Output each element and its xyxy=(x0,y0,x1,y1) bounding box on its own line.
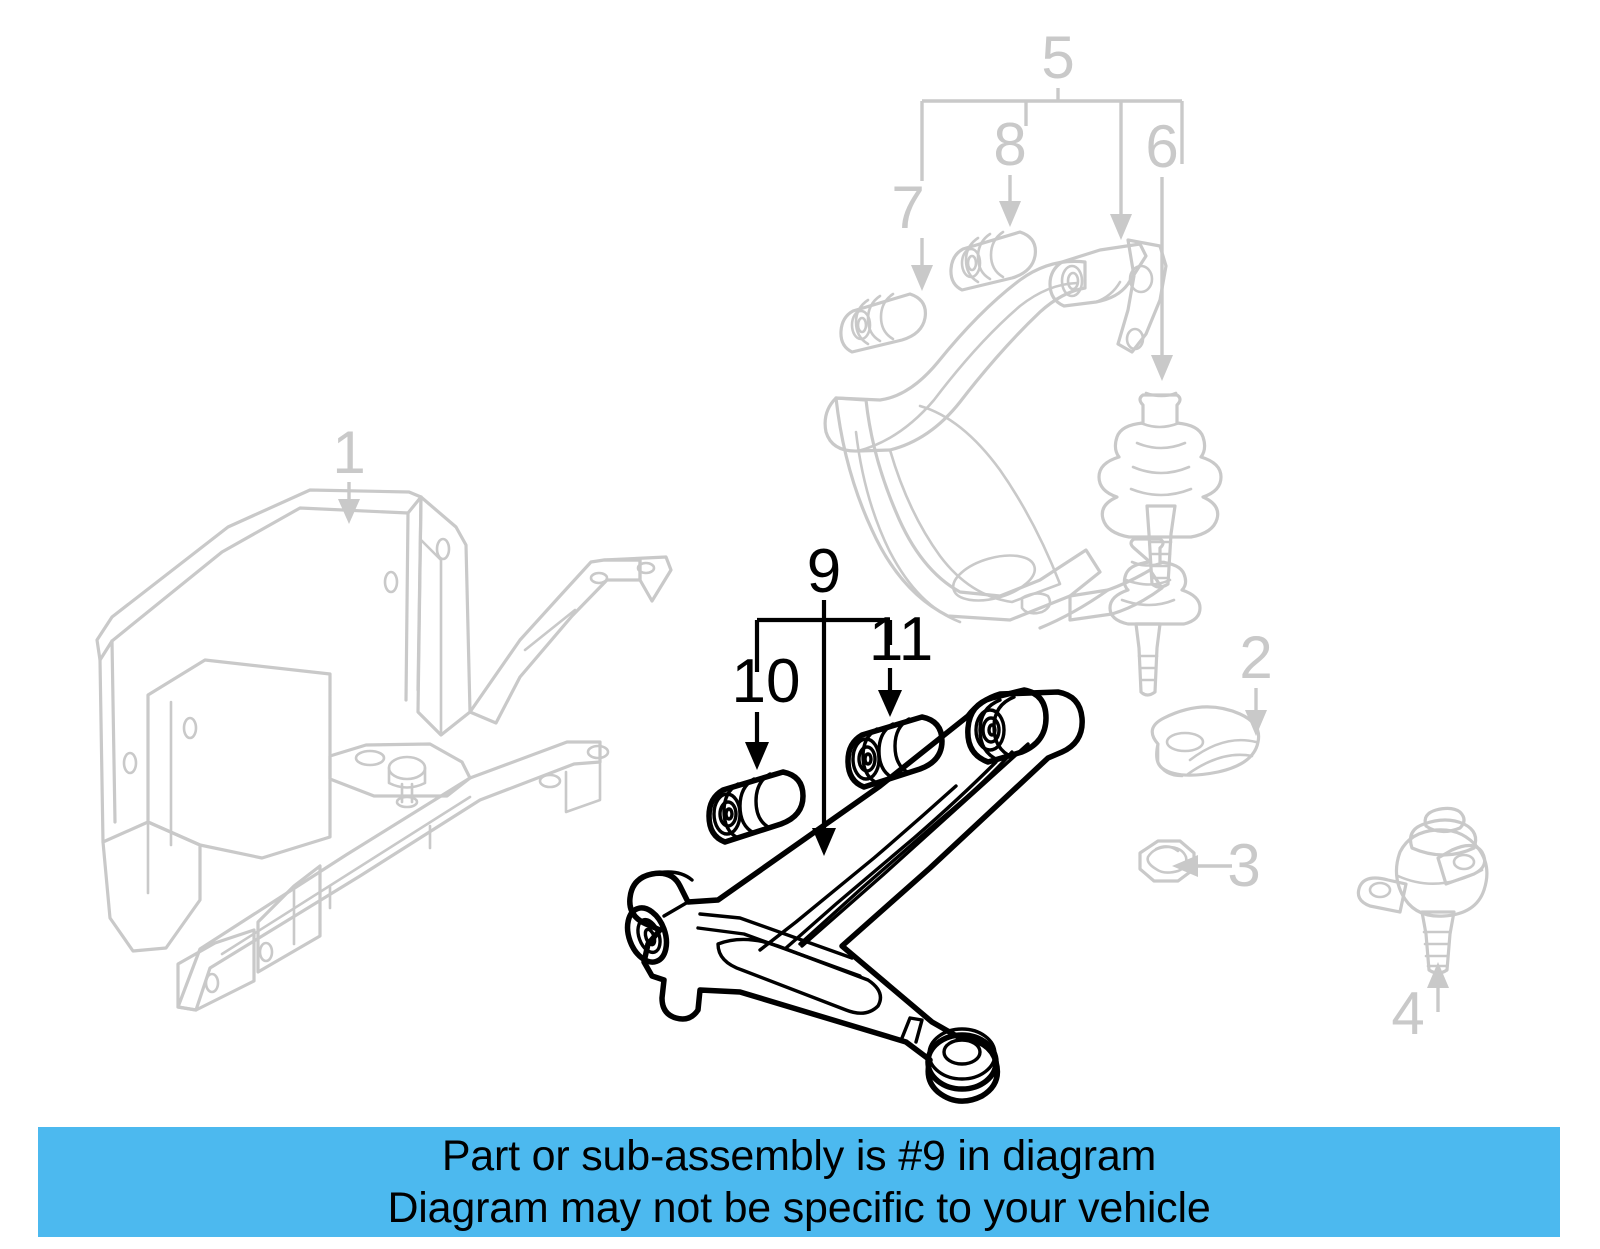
callout-3: 3 xyxy=(1172,832,1261,899)
part-7-upper-arm-front-bushing xyxy=(839,292,928,354)
part-10-lower-arm-front-bushing xyxy=(706,769,806,845)
ghost-lower-ball-joint xyxy=(1038,537,1202,697)
callout-7: 7 xyxy=(891,174,933,291)
part-1-crossmember-subframe: 1 xyxy=(95,419,673,1012)
callout-5-bracket: 5 xyxy=(920,24,1184,214)
part-4-lower-ball-joint: 4 xyxy=(1356,806,1489,1047)
callout-4: 4 xyxy=(1391,962,1449,1047)
callout-1: 1 xyxy=(332,419,366,524)
callout-9-bracket: 9 xyxy=(754,537,893,856)
callout-8-label: 8 xyxy=(993,111,1026,178)
callout-3-label: 3 xyxy=(1227,832,1260,899)
part-3-lock-nut: 3 xyxy=(1138,832,1261,899)
banner-line-1: Part or sub-assembly is #9 in diagram xyxy=(441,1132,1157,1180)
part-11-lower-arm-rear-bushing xyxy=(845,714,945,790)
lower-control-arm-body xyxy=(624,687,1085,1104)
callout-9-label: 9 xyxy=(807,537,841,606)
part-2-cam-washer: 2 xyxy=(1150,624,1273,778)
callout-6: 6 xyxy=(1145,113,1179,381)
callout-5-label: 5 xyxy=(1041,24,1074,91)
part-5-upper-control-arm-assembly: 5 7 8 6 xyxy=(823,24,1223,697)
callout-1-label: 1 xyxy=(332,419,365,486)
banner-line-2: Diagram may not be specific to your vehi… xyxy=(387,1184,1211,1232)
upper-control-arm-body xyxy=(823,259,1164,624)
part-9-lower-control-arm-assembly: 9 10 11 xyxy=(624,537,1085,1104)
callout-7-label: 7 xyxy=(891,174,924,241)
callout-8: 8 xyxy=(993,111,1027,227)
diagram-note-banner: Part or sub-assembly is #9 in diagram Di… xyxy=(38,1127,1560,1237)
callout-10: 10 xyxy=(732,647,801,770)
part-8-upper-arm-rear-bushing xyxy=(949,230,1038,292)
callout-2: 2 xyxy=(1239,624,1273,736)
upper-arm-ball-joint-bracket xyxy=(1048,238,1168,354)
callout-2-label: 2 xyxy=(1239,624,1272,691)
callout-4-label: 4 xyxy=(1391,980,1424,1047)
callout-11-label: 11 xyxy=(869,605,933,674)
callout-10-label: 10 xyxy=(732,647,801,716)
callout-11: 11 xyxy=(869,605,933,717)
callout-6-label: 6 xyxy=(1145,113,1178,180)
